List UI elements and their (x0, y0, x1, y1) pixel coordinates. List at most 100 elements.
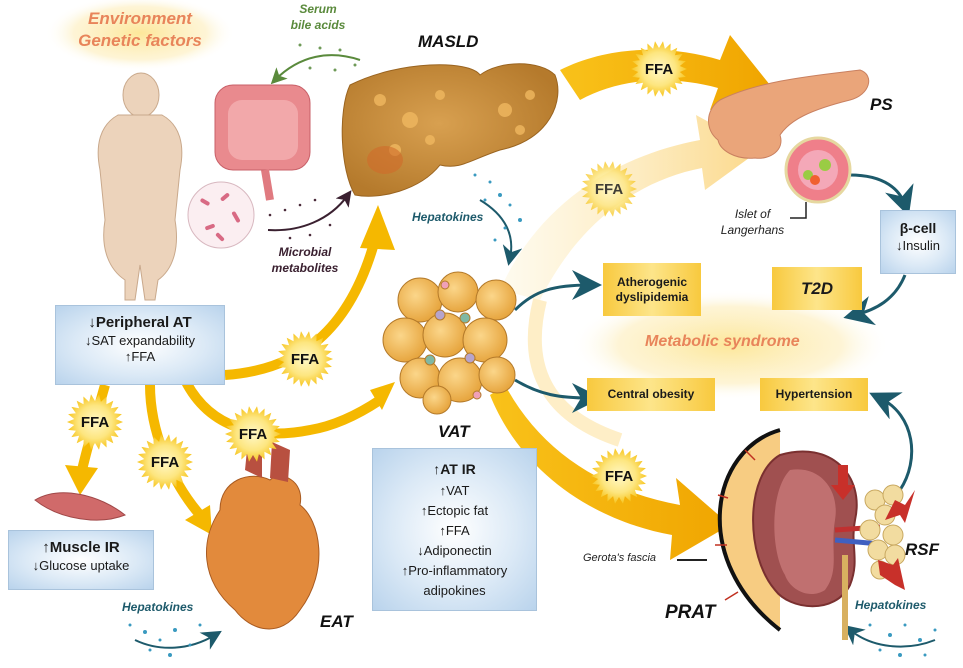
environment-label-line1: Environment (88, 9, 192, 28)
environment-glow (45, 0, 235, 71)
ffa-badge-vat-pancreas: FFA (580, 160, 638, 218)
masld-label: MASLD (418, 32, 479, 51)
hepatokines-heart-label: Hepatokines (122, 600, 194, 614)
hypertension-box: Hypertension (760, 378, 868, 411)
muscle-illustration (34, 492, 126, 521)
starburst-icon (591, 448, 647, 504)
metabolic-syndrome-glow (570, 290, 890, 400)
human-body-illustration (97, 72, 183, 301)
hypertension-text: Hypertension (775, 387, 853, 401)
ffa-arrow-vat-kidney (490, 385, 730, 560)
ffa-text: FFA (80, 413, 110, 431)
vat-adipose-cluster (382, 271, 517, 415)
microbial-metabolites-label: Microbial metabolites (260, 245, 350, 276)
t2d-text: T2D (800, 278, 834, 298)
microbial-line1: Microbial (278, 245, 332, 259)
ffa-arrow-to-liver-head (360, 205, 395, 250)
teal-arrow-vat-atherogenic (513, 270, 602, 312)
microbiome-circle (187, 181, 255, 249)
starburst-icon (581, 161, 637, 217)
teal-arrow-hepatokines-heart (134, 630, 222, 650)
islet-line2: Langerhans (720, 222, 785, 237)
teal-arrow-betacell-t2d (843, 274, 907, 326)
pancreas-illustration (708, 69, 870, 159)
serum-bile-acids-line2: bile acids (290, 17, 346, 32)
vat-line-3: ↑FFA (439, 522, 470, 538)
serum-bile-acids-line1: Serum (299, 2, 337, 16)
vat-line-5: ↑Pro-inflammatory (401, 563, 508, 579)
ffa-arrow-to-liver (224, 238, 380, 380)
muscle-ir-title: ↑Muscle IR (42, 539, 120, 556)
atherogenic-dyslipidemia-box: Atherogenic dyslipidemia (603, 263, 701, 316)
ffa-arrow-to-vat (180, 377, 383, 439)
islet-of-langerhans-illustration (784, 136, 852, 204)
microbial-metabolites-arrow (267, 190, 352, 232)
ffa-text: FFA (644, 60, 674, 78)
central-obesity-text: Central obesity (607, 387, 695, 401)
vat-line-6: adipokines (423, 583, 486, 599)
atherogenic-line1: Atherogenic (616, 274, 687, 289)
ffa-text: FFA (594, 180, 624, 198)
ffa-text: FFA (290, 350, 320, 368)
prat-label: PRAT (665, 602, 716, 623)
sat-expandability-text: ↓SAT expandability (84, 333, 196, 348)
teal-arrow-hepatokines-vat (479, 199, 523, 266)
vat-label: VAT (438, 422, 470, 441)
intestine-illustration (214, 84, 311, 201)
hepatokines-liver-label: Hepatokines (412, 210, 484, 224)
bile-acids-dots (298, 43, 357, 72)
islet-pointer-line (790, 202, 807, 219)
gerota-pointer-line (677, 559, 707, 561)
pale-arc (527, 298, 623, 447)
peripheral-at-box: ↓Peripheral AT ↓SAT expandability ↑FFA (55, 305, 225, 385)
serum-bile-acids-label: Serum bile acids (278, 2, 358, 33)
vat-line-1: ↑VAT (439, 482, 470, 498)
starburst-icon (631, 41, 687, 97)
beta-cell-box: β-cell ↓Insulin (880, 210, 956, 274)
teal-arrow-rsf-hypertension (869, 392, 914, 491)
ffa-increase-text: ↑FFA (124, 349, 156, 364)
at-ir-title: ↑AT IR (433, 461, 476, 477)
vat-at-ir-box: ↑AT IR ↑VAT ↑Ectopic fat ↑FFA ↓Adiponect… (372, 448, 537, 611)
vat-line-4: ↓Adiponectin (417, 543, 492, 559)
beta-cell-title: β-cell (899, 220, 937, 236)
teal-arrow-hepatokines-kidney (843, 625, 936, 648)
ffa-arrow-to-muscle-head (65, 465, 98, 495)
bile-acids-arrow (270, 54, 361, 85)
starburst-icon (137, 434, 193, 490)
t2d-box: T2D (772, 267, 862, 310)
peripheral-at-title: ↓Peripheral AT (88, 314, 192, 331)
eat-label: EAT (320, 612, 353, 631)
metabolic-syndrome-label: Metabolic syndrome (645, 333, 800, 350)
ffa-arrow-to-heart-head (185, 505, 212, 535)
glucose-uptake-text: ↓Glucose uptake (32, 558, 130, 573)
teal-arrow-islet-betacell (849, 173, 914, 217)
gerota-label: Gerota's fascia (583, 552, 657, 564)
ffa-arrow-to-vat-head (370, 382, 395, 410)
hepatokines-kidney-label: Hepatokines (855, 598, 927, 612)
microbial-line2: metabolites (271, 260, 339, 275)
ffa-text: FFA (604, 467, 634, 485)
ffa-text: FFA (238, 425, 268, 443)
environment-label-line2: Genetic factors (78, 31, 202, 51)
starburst-icon (67, 394, 123, 450)
microbial-dots (268, 198, 332, 240)
fascia-pressure-arrows (715, 449, 756, 601)
kidney-illustration (752, 450, 881, 640)
teal-arrow-vat-central-obesity (514, 378, 602, 413)
starburst-icon (277, 331, 333, 387)
islet-label: Islet of Langerhans (715, 207, 790, 238)
ffa-badge-to-liver: FFA (276, 330, 334, 388)
atherogenic-line2: dyslipidemia (615, 289, 689, 304)
environment-label: Environment Genetic factors (60, 8, 220, 52)
ps-label: PS (870, 95, 893, 114)
ffa-badge-vat-kidney: FFA (590, 447, 648, 505)
liver-illustration (341, 63, 559, 197)
ffa-badge-to-muscle: FFA (66, 393, 124, 451)
vat-line-2: ↑Ectopic fat (420, 502, 489, 518)
gerotas-fascia-line (717, 428, 782, 632)
pale-ffa-arrow (500, 115, 760, 300)
ffa-badge-to-vat: FFA (224, 405, 282, 463)
compression-arrows (831, 465, 915, 590)
ffa-text: FFA (150, 453, 180, 471)
